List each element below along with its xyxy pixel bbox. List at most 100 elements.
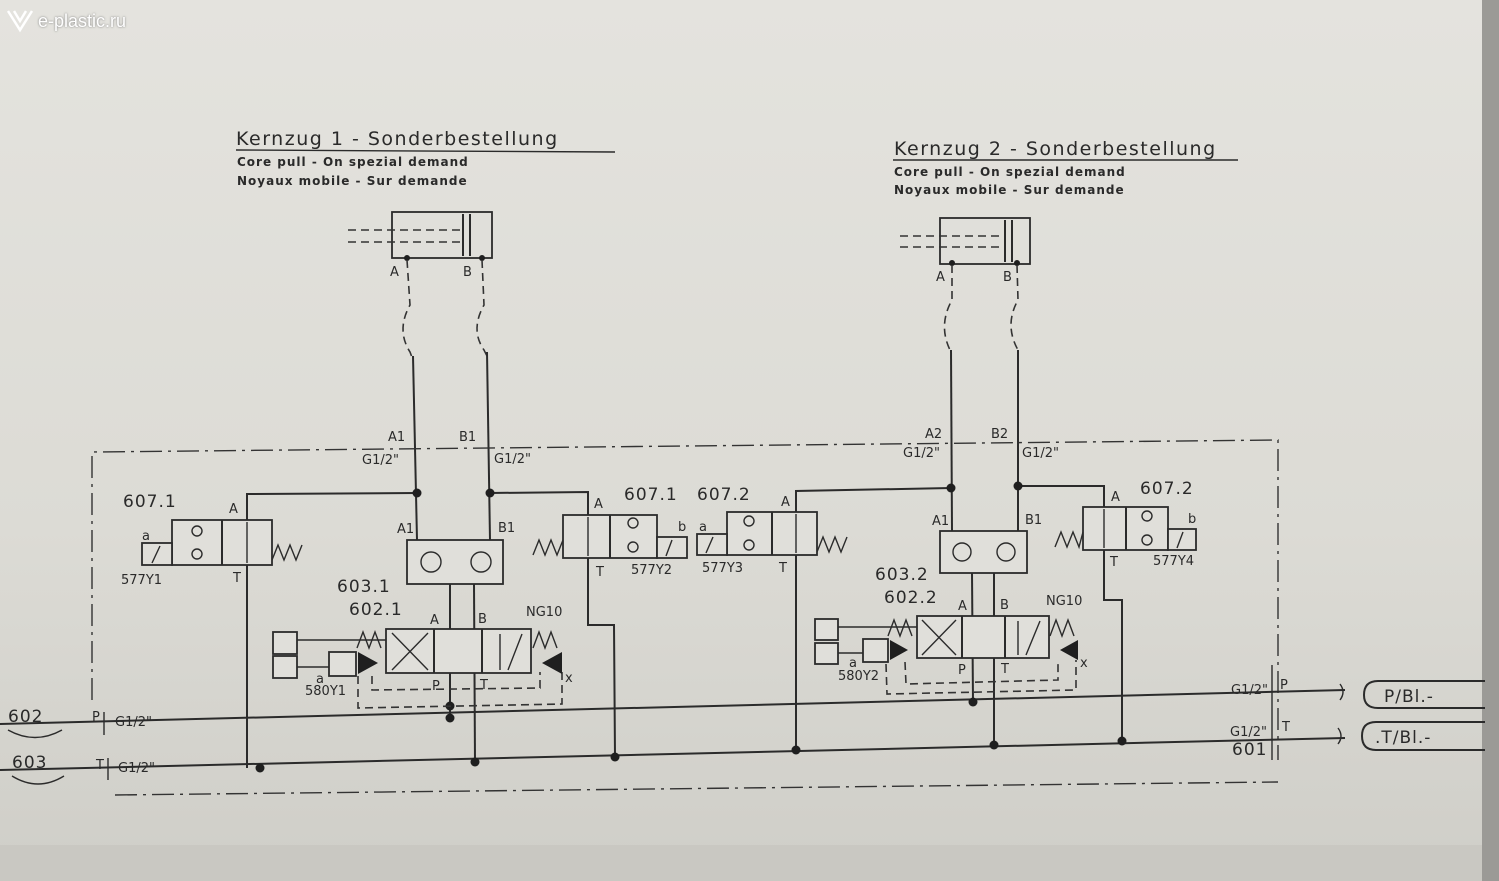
valve-607-1-left[interactable]: 607.1 a 577Y1 A T	[121, 492, 303, 588]
port-a1: A1	[932, 514, 949, 529]
port-t: T	[232, 571, 241, 586]
cyl2-port-a: A	[936, 270, 945, 285]
port-a: A	[229, 502, 238, 517]
port-p: P	[432, 679, 440, 694]
port-a1: A1	[397, 522, 414, 537]
valve-id: 607.1	[123, 492, 177, 512]
p-label: P	[92, 710, 100, 725]
core-pull-2-en: Core pull - On spezial demand	[894, 165, 1126, 179]
watermark-logo-icon	[6, 10, 34, 33]
port-x: x	[1080, 656, 1088, 671]
side-label: b	[678, 520, 686, 535]
cyl1-port-a: A	[390, 265, 399, 280]
pipework	[0, 481, 1346, 773]
valve-607-1-mid[interactable]: 607.1 b 577Y2 A T	[532, 485, 688, 580]
solenoid-label: 580Y2	[838, 669, 879, 684]
port-b2-label: B2	[991, 427, 1008, 442]
solenoid-label: 577Y4	[1153, 554, 1194, 569]
port-t: T	[479, 678, 488, 693]
ref-t[interactable]: .T/Bl.-	[1360, 721, 1485, 751]
hoses	[412, 349, 1019, 541]
port-b1: B1	[1025, 513, 1042, 528]
side-label: a	[699, 520, 707, 535]
module-boundary	[91, 439, 1279, 796]
ref-p[interactable]: P/Bl.-	[1362, 680, 1485, 709]
port-a: A	[781, 495, 790, 510]
watermark: e-plastic.ru	[6, 8, 126, 34]
p-thread: G1/2"	[115, 715, 152, 730]
right-t-thread: G1/2"	[1230, 725, 1267, 740]
p-line-id: 602	[8, 707, 43, 727]
directional-valve-602-2[interactable]: 602.2 NG10 580Y2 a A B P T x	[814, 588, 1088, 684]
valve-id: 602.1	[349, 600, 403, 620]
ref-p-label: P/Bl.-	[1384, 687, 1434, 707]
right-p-label: P	[1280, 678, 1288, 693]
solenoid-label: 577Y3	[702, 561, 743, 576]
thread-a1: G1/2"	[362, 453, 399, 468]
shuttle-valve-603-2[interactable]: A1 B1 603.2	[875, 513, 1042, 585]
valve-id: 603.1	[337, 577, 391, 597]
port-a1-label: A1	[388, 430, 405, 445]
side-label: a	[316, 672, 324, 687]
ref-t-label: .T/Bl.-	[1375, 728, 1431, 748]
right-p-thread: G1/2"	[1231, 683, 1268, 698]
cylinder-2: A B	[900, 217, 1031, 351]
t-thread: G1/2"	[118, 761, 155, 776]
port-labels: A1 B1 G1/2" G1/2" A2 B2 G1/2" G1/2"	[362, 427, 1059, 468]
thread-a2: G1/2"	[903, 446, 940, 461]
port-p: P	[958, 663, 966, 678]
valve-id: 607.2	[697, 485, 751, 505]
valve-id: 603.2	[875, 565, 929, 585]
port-b: B	[478, 612, 487, 627]
size-label: NG10	[526, 605, 562, 620]
port-a: A	[430, 613, 439, 628]
port-t: T	[778, 561, 787, 576]
core-pull-1-title: Kernzug 1 - Sonderbestellung	[236, 128, 559, 150]
cyl2-port-b: B	[1003, 270, 1012, 285]
valve-id: 602.2	[884, 588, 938, 608]
valve-id: 607.2	[1140, 479, 1194, 499]
side-label: a	[142, 529, 150, 544]
solenoid-label: 580Y1	[305, 684, 346, 699]
right-t-label: T	[1281, 720, 1290, 735]
watermark-text: e-plastic.ru	[38, 10, 127, 31]
port-t: T	[595, 565, 604, 580]
port-t: T	[1000, 662, 1009, 677]
port-b1-label: B1	[459, 430, 476, 445]
port-b1: B1	[498, 521, 515, 536]
port-a: A	[594, 497, 603, 512]
port-a2-label: A2	[925, 427, 942, 442]
port-a: A	[958, 599, 967, 614]
core-pull-1-fr: Noyaux mobile - Sur demande	[237, 174, 468, 188]
size-label: NG10	[1046, 594, 1082, 609]
valve-id: 607.1	[624, 485, 678, 505]
core-pull-1-header: Kernzug 1 - Sonderbestellung Core pull -…	[235, 128, 616, 188]
port-a: A	[1111, 490, 1120, 505]
side-label: b	[1188, 512, 1196, 527]
core-pull-2-fr: Noyaux mobile - Sur demande	[894, 183, 1125, 197]
port-b: B	[1000, 598, 1009, 613]
core-pull-1-en: Core pull - On spezial demand	[237, 155, 469, 169]
port-x: x	[565, 671, 573, 686]
screen-scrollbar[interactable]	[1482, 0, 1499, 881]
t-line-id: 603	[12, 753, 47, 773]
core-pull-2-title: Kernzug 2 - Sonderbestellung	[894, 138, 1217, 160]
solenoid-label: 577Y1	[121, 573, 162, 588]
directional-valve-602-1[interactable]: 602.1 NG10 580Y1 a A B P T x	[272, 600, 573, 699]
cyl1-port-b: B	[463, 265, 472, 280]
screen-bottom-bar	[0, 845, 1482, 881]
port-t: T	[1109, 555, 1118, 570]
t-label: T	[95, 758, 104, 773]
solenoid-label: 577Y2	[631, 563, 672, 578]
main-line-labels: 602 603 P G1/2" T G1/2" G1/2" P G1/2" T …	[7, 665, 1344, 785]
shuttle-valve-603-1[interactable]: A1 B1 603.1	[337, 521, 515, 597]
valve-607-2-mid[interactable]: 607.2 a 577Y3 A T	[696, 485, 848, 576]
thread-b2: G1/2"	[1022, 446, 1059, 461]
side-label: a	[849, 656, 857, 671]
block-601-label: 601	[1232, 740, 1267, 760]
cylinder-1: A B	[348, 211, 493, 361]
valve-607-2-right[interactable]: 607.2 b 577Y4 A T	[1054, 479, 1197, 570]
thread-b1: G1/2"	[494, 452, 531, 467]
